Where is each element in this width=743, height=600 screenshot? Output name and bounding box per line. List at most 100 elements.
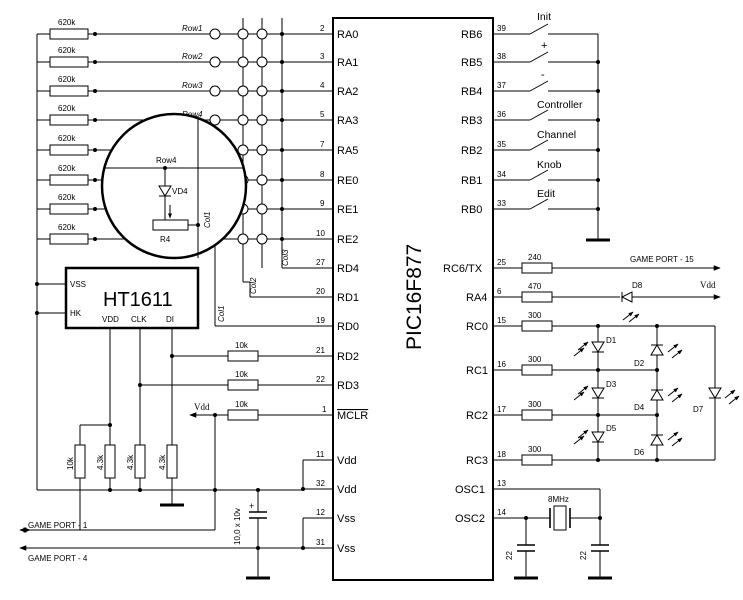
col-label: Col1 — [217, 306, 226, 322]
bottom-res-value: 10k — [66, 456, 75, 470]
pin-number: 22 — [316, 375, 325, 384]
pin-number: 21 — [316, 346, 325, 355]
switch-label: Init — [537, 11, 551, 23]
mid-resistors: 10k 10k 10k Vdd — [138, 341, 259, 421]
mcu-left-pin-lines — [215, 33, 333, 549]
pin-label: Vdd — [337, 484, 357, 496]
row-label: Row3 — [182, 81, 203, 90]
pin-label: Vss — [337, 513, 356, 525]
pin-label: RB1 — [461, 175, 482, 187]
mid-res-value: 10k — [235, 341, 249, 350]
tx-line: 240 GAME PORT - 15 — [521, 253, 721, 274]
zoom-res-label: R4 — [160, 235, 171, 244]
led-res-value: 300 — [528, 400, 542, 409]
pin-label: RD3 — [337, 380, 359, 392]
switch-label: + — [541, 40, 547, 52]
pin-label: RB6 — [461, 29, 482, 41]
pin-number: 33 — [497, 199, 506, 208]
pin-label: Vdd — [337, 455, 357, 467]
mcu-name: PIC16F877 — [403, 244, 426, 350]
bottom-res-value: 4.3k — [96, 454, 105, 470]
pin-number: 27 — [316, 258, 325, 267]
pin-number: 36 — [497, 110, 506, 119]
pullup-value: 620k — [58, 75, 76, 84]
led-res-value: 300 — [528, 445, 542, 454]
pin-number: 5 — [320, 110, 325, 119]
switch-label: Controller — [537, 99, 583, 111]
pin-label: RC3 — [466, 455, 488, 467]
pin-label: RC1 — [466, 365, 488, 377]
mid-res-value: 10k — [235, 370, 249, 379]
mcu-right-pin-lines — [493, 33, 600, 519]
pin-label: RA1 — [337, 57, 358, 69]
mid-res-value: 10k — [235, 400, 249, 409]
pin-number: 13 — [497, 479, 506, 488]
pin-label: RB4 — [461, 86, 482, 98]
ht1611-vss: VSS — [70, 280, 86, 289]
pin-number: 10 — [316, 229, 325, 238]
pullup-value: 620k — [58, 134, 76, 143]
bottom-res-value: 4.3k — [126, 454, 135, 470]
ra4-line: 470 D8 Vdd — [521, 280, 721, 303]
osc-cap-value: 22 — [579, 551, 588, 560]
led-label: D1 — [606, 336, 617, 345]
pin-label: RC2 — [466, 410, 488, 422]
bottom-res-value: 4.3k — [158, 454, 167, 470]
game-port-4: GAME PORT - 4 — [28, 554, 88, 563]
pin-number: 14 — [497, 508, 506, 517]
pin-label: RD2 — [337, 351, 359, 363]
pin-label: MCLR — [337, 410, 368, 422]
pin-label: RA5 — [337, 145, 358, 157]
pin-number: 2 — [320, 24, 325, 33]
ra4-vdd: Vdd — [700, 280, 716, 290]
pin-label: RA0 — [337, 29, 358, 41]
pullup-value: 620k — [58, 18, 76, 27]
zoom-detail: Row4 VD4 R4 Col1 — [100, 112, 248, 260]
pin-number: 38 — [497, 52, 506, 61]
pin-label: RB3 — [461, 115, 482, 127]
pin-number: 32 — [316, 479, 325, 488]
pin-number: 39 — [497, 24, 506, 33]
ht1611-di: DI — [166, 315, 174, 324]
pin-number: 9 — [320, 199, 325, 208]
row-label: Row2 — [182, 52, 203, 61]
switches: Init + - Controller Channel Knob Edit — [520, 11, 610, 242]
led-res-value: 300 — [528, 311, 542, 320]
crystal-label: 8MHz — [548, 495, 569, 504]
led-label: D6 — [634, 448, 645, 457]
pin-label: RA3 — [337, 115, 358, 127]
pin-label: OSC2 — [455, 513, 485, 525]
col-label: Col3 — [281, 249, 290, 266]
pin-label: RD1 — [337, 292, 359, 304]
mcu-left-pins: 2 RA0 3 RA1 4 RA2 5 RA3 7 RA5 8 RE0 9 RE… — [316, 24, 368, 555]
switch-label: - — [541, 69, 545, 81]
pin-label: RC0 — [466, 321, 488, 333]
led-res-value: 300 — [528, 355, 542, 364]
pin-label: RB5 — [461, 57, 482, 69]
pin-label: RB0 — [461, 204, 482, 216]
led-label: D2 — [634, 359, 645, 368]
pin-number: 35 — [497, 140, 506, 149]
pin-label: OSC1 — [455, 484, 485, 496]
bottom-resistors: 10k 4.3k 4.3k 4.3k — [37, 423, 303, 530]
pin-number: 4 — [320, 81, 325, 90]
pin-label: RE2 — [337, 234, 358, 246]
ht1611-hk: HK — [70, 309, 82, 318]
ht1611-vdd: VDD — [102, 315, 119, 324]
col-label: Col2 — [249, 277, 258, 294]
pin-number: 15 — [497, 316, 506, 325]
pin-number: 12 — [316, 508, 325, 517]
pin-label: RA2 — [337, 86, 358, 98]
ra4-res: 470 — [528, 282, 542, 291]
tx-res: 240 — [528, 253, 542, 262]
pin-number: 6 — [497, 287, 502, 296]
switch-label: Edit — [537, 188, 555, 200]
zoom-diode-label: VD4 — [172, 187, 188, 196]
pullup-value: 620k — [58, 104, 76, 113]
pin-number: 25 — [497, 258, 506, 267]
capacitor-label: 10,0 x 10v — [233, 508, 242, 545]
pin-number: 11 — [316, 450, 325, 459]
pin-label: RD4 — [337, 263, 359, 275]
zoom-col-label: Col1 — [203, 212, 212, 228]
pullup-resistors: 620k 620k 620k 620k 620k 620k 620k 620k — [36, 18, 95, 490]
